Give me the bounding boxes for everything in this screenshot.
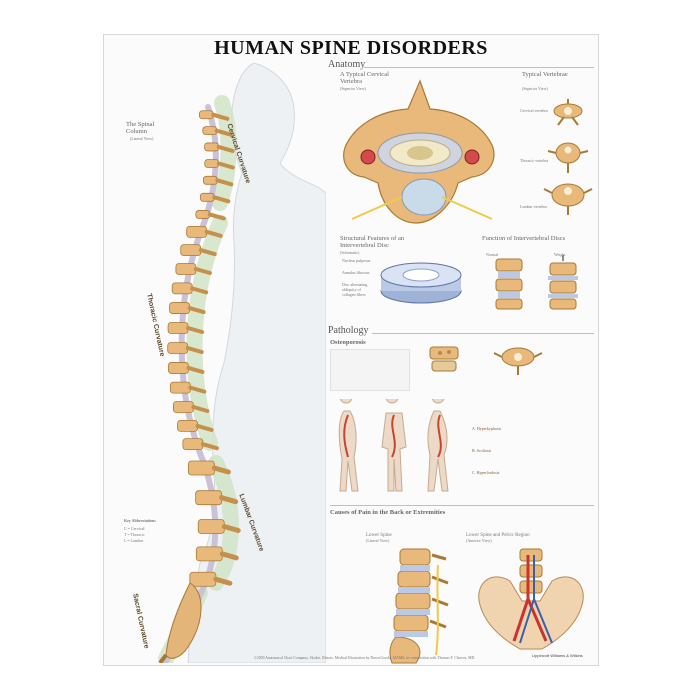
posture-figures	[338, 399, 449, 492]
spinous-process	[216, 144, 235, 153]
anatomy-rule	[364, 67, 594, 68]
spinous-process	[204, 229, 223, 238]
label-cervical-vertebra: Cervical vertebra	[520, 108, 548, 113]
vertebral-body	[204, 159, 220, 168]
spine-illustration	[158, 62, 327, 665]
vertebral-body	[168, 362, 189, 374]
spinous-process	[211, 112, 230, 121]
cervical-vertebra-subtitle: (Superior View)	[340, 86, 366, 91]
spinous-process	[200, 442, 219, 451]
vertebral-body	[175, 263, 197, 275]
osteoporosis-illustration	[429, 346, 543, 375]
vertebral-body	[177, 419, 198, 432]
poster: HUMAN SPINE DISORDERS The Spinal Column …	[103, 34, 599, 666]
function-discs-illustration	[495, 255, 578, 310]
spinous-process	[213, 576, 233, 586]
causes-heading: Causes of Pain in the Back or Extremitie…	[330, 509, 446, 516]
label-normal: Normal	[486, 252, 499, 257]
label-weight: Weight	[554, 252, 566, 257]
label-thoracic-vertebra: Thoracic vertebra	[520, 158, 549, 163]
vertebral-body	[195, 490, 223, 506]
typical-vertebrae-subtitle: (Superior View)	[522, 86, 548, 91]
vertebral-body	[195, 210, 211, 219]
vertebral-body	[167, 322, 189, 334]
vertebral-body	[189, 571, 217, 587]
vertebral-body	[198, 110, 214, 120]
vertebral-body	[182, 438, 204, 451]
spinous-process	[212, 195, 231, 204]
spinous-process	[219, 551, 239, 561]
typical-vertebrae-illustration	[543, 99, 593, 215]
vertebral-body	[202, 175, 218, 185]
spinous-process	[198, 248, 217, 257]
spinous-process	[207, 212, 226, 221]
vertebral-body	[195, 546, 223, 562]
poster-title: HUMAN SPINE DISORDERS	[214, 37, 488, 59]
vertebral-body	[202, 126, 218, 136]
vertebral-body	[180, 244, 202, 257]
vertebral-body	[171, 282, 193, 295]
label-collagen-fibers: Disc alternating obliquity of collagen f…	[342, 282, 368, 297]
function-discs-title: Function of Intervertebral Discs	[482, 235, 566, 242]
spinous-process	[216, 161, 235, 170]
cervical-vertebra-illustration	[343, 79, 495, 224]
footer-credit: ©2000 Anatomical Chart Company, Skokie, …	[254, 656, 476, 660]
disc-illustration	[380, 262, 462, 304]
vertebral-body	[197, 519, 225, 534]
pathology-heading: Pathology	[328, 325, 369, 336]
spinous-process	[211, 465, 231, 475]
spinous-process	[191, 405, 210, 414]
key-item-lumbar: L = Lumbar	[124, 538, 144, 543]
spinal-column-subtitle: (Lateral View)	[130, 136, 154, 141]
vertebral-body	[169, 381, 191, 394]
spinous-process	[214, 128, 233, 137]
pelvis-title: Lower Spine and Pelvic Region	[466, 533, 530, 538]
kyphosis-label: A. Hyperkyphosis	[472, 426, 502, 431]
vertebral-body	[204, 142, 219, 152]
lower-spine-title: Lower Spine	[366, 533, 392, 538]
key-abbreviations-heading: Key Abbreviations	[124, 518, 156, 523]
anatomy-heading: Anatomy	[328, 59, 366, 70]
vertebral-body	[172, 401, 194, 413]
lower-spine-subtitle: (Lateral View)	[366, 538, 390, 543]
pathology-rule	[372, 333, 594, 334]
vertebral-body	[199, 192, 215, 202]
spinous-process	[215, 178, 234, 187]
spinous-process	[187, 306, 206, 315]
key-item-cervical: C = Cervical	[124, 526, 145, 531]
key-item-thoracic: T = Thoracic	[124, 532, 145, 537]
spinous-process	[186, 326, 205, 335]
scoliosis-label: B. Scoliosis	[472, 448, 492, 453]
vertebral-body	[188, 460, 215, 476]
disc-subtitle: (Schematic)	[340, 250, 360, 255]
lower-spine-illustration	[389, 548, 449, 664]
disc-title: Structural Features of an Intervertebral…	[340, 235, 405, 250]
vertebral-body	[186, 225, 208, 238]
osteoporosis-heading: Osteoporosis	[330, 339, 366, 346]
spinous-process	[193, 266, 212, 275]
cervical-vertebra-title: A Typical Cervical Vertebra	[340, 71, 389, 86]
pelvis-subtitle: (Anterior View)	[466, 538, 492, 543]
spinous-process	[186, 365, 205, 374]
spinous-process	[195, 423, 214, 432]
typical-vertebrae-title: Typical Vertebrae	[522, 71, 568, 78]
label-annulus-fibrosus: Annulus fibrosus	[342, 270, 370, 275]
vertebral-body	[169, 302, 190, 314]
spinous-process	[190, 286, 209, 295]
spinous-process	[219, 495, 239, 505]
vertebral-body	[167, 342, 189, 354]
lordosis-label: C. Hyperlordosis	[472, 470, 500, 475]
right-panel: Anatomy A Typical Cervical Vertebra (Sup…	[326, 59, 598, 665]
label-lumbar-vertebra: Lumbar vertebra	[520, 204, 547, 209]
spinal-column-panel: The Spinal Column (Lateral View) Cervica…	[104, 62, 327, 665]
spinous-process	[221, 524, 241, 533]
pelvis-illustration	[478, 548, 584, 650]
label-nucleus-pulposus: Nucleus pulposus	[342, 258, 371, 263]
spinal-column-title: The Spinal Column	[126, 121, 155, 136]
osteoporosis-text-block	[330, 349, 410, 391]
causes-rule	[330, 505, 594, 506]
spinous-process	[185, 345, 204, 354]
publisher-logo: Lippincott Williams & Wilkins	[532, 653, 583, 658]
spinous-process	[188, 385, 207, 394]
